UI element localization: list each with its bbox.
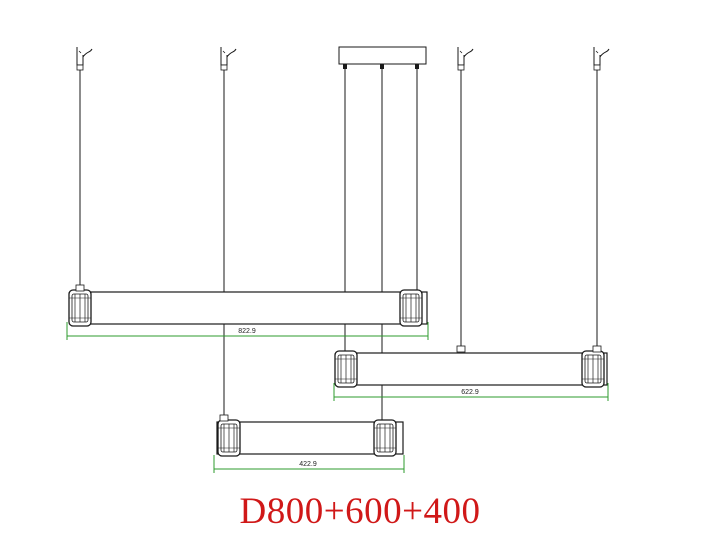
- dimension-label-medium: 622.9: [461, 389, 479, 396]
- light-bar-medium: [334, 345, 608, 388]
- ceiling-hook-3: [457, 46, 474, 71]
- light-bar-small: [216, 414, 404, 457]
- ceiling-hook-2: [220, 46, 237, 71]
- suspension-wires: [79, 69, 598, 425]
- light-bar-large: [68, 284, 428, 327]
- model-title: D800+600+400: [239, 491, 481, 532]
- dimension-label-small: 422.9: [299, 461, 317, 468]
- dimension-label-large: 822.9: [238, 328, 256, 335]
- ceiling-hook-1: [76, 46, 93, 71]
- ceiling-canopy: [338, 46, 427, 69]
- pendant-light-drawing: 822.9 622.9 422.9: [66, 46, 610, 473]
- dimension-lines: [66, 322, 609, 473]
- ceiling-hook-4: [593, 46, 610, 71]
